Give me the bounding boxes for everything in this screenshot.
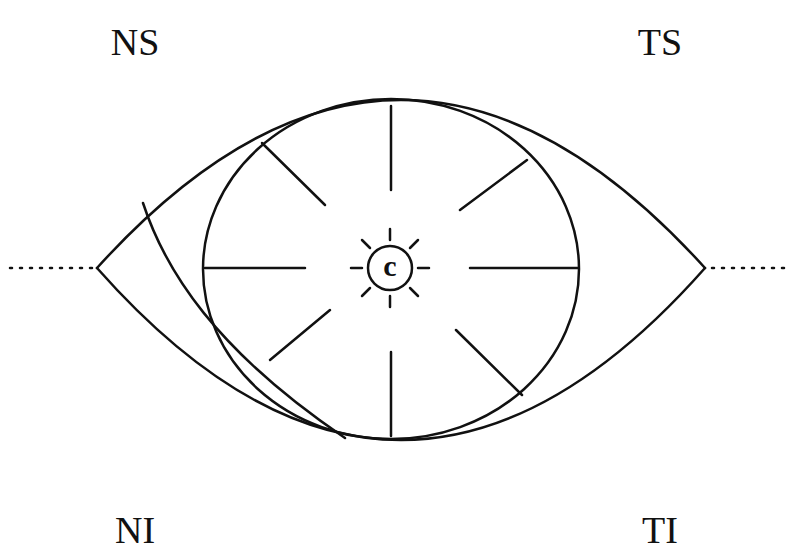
radial-line [390, 352, 393, 436]
radial-line [262, 143, 325, 205]
radial-line [470, 267, 578, 270]
quadrant-label: TI [642, 511, 678, 549]
quadrant-label: TS [638, 23, 682, 61]
upper-lid [97, 100, 705, 268]
axis-line [712, 267, 790, 270]
quadrant-label: NI [115, 511, 155, 549]
center-mark: c [383, 251, 396, 281]
quadrant-label: NS [111, 23, 160, 61]
sun-rays [351, 229, 429, 307]
axis-line [10, 267, 92, 270]
radial-line [390, 106, 393, 190]
cornea-outline [203, 99, 579, 439]
band-outline [143, 203, 345, 438]
radial-line [460, 160, 527, 210]
radial-line [270, 310, 330, 360]
sun-circle [368, 246, 412, 290]
radial-line [456, 330, 522, 395]
radial-line [205, 267, 305, 270]
